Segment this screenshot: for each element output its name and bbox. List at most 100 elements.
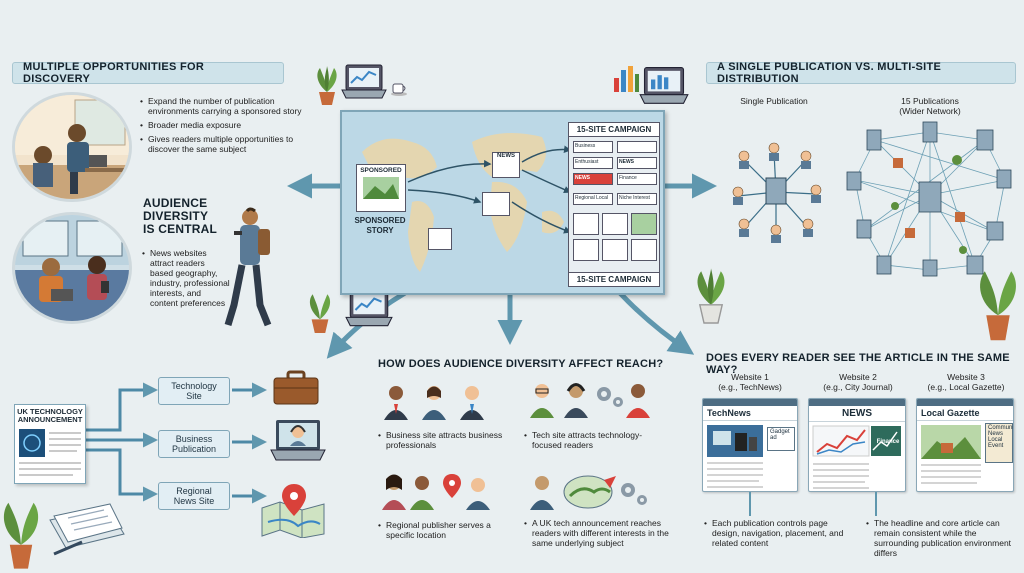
map-flow-arrows — [407, 145, 572, 234]
node-label-line: Publication — [171, 444, 217, 454]
readers-bullet: The headline and core article can remain… — [866, 518, 1016, 558]
website-label-line: Website 1 — [731, 372, 769, 382]
node-label-line: Business — [175, 434, 213, 444]
reach-bullet: Regional publisher serves a specific loc… — [378, 520, 518, 540]
walking-person-illustration — [224, 207, 272, 327]
campaign-tile — [602, 213, 628, 235]
diversity-title-line: DIVERSITY — [143, 209, 209, 223]
campaign-title-bottom: 15-SITE CAMPAIGN — [569, 272, 659, 286]
campaign-tile: Finance — [617, 173, 657, 185]
discovery-bullet: Broader media exposure — [140, 120, 320, 130]
map-pin-icon — [261, 484, 325, 538]
multi-publication-label: 15 Publications (Wider Network) — [880, 96, 980, 116]
website-example-line: (e.g., TechNews) — [718, 382, 782, 392]
node-label-line: News Site — [173, 496, 215, 506]
business-professionals-icon — [384, 386, 484, 420]
website-side-tile: Finance — [876, 439, 900, 445]
news-card: NEWS — [492, 152, 520, 178]
uk-announcement-readers-icon — [530, 475, 647, 510]
campaign-tile: Niche Interest — [617, 193, 657, 205]
reach-bullet-uk: A UK tech announcement reaches readers w… — [524, 518, 674, 552]
diversity-title-line: IS CENTRAL — [143, 222, 217, 236]
multi-publication-network — [846, 121, 1012, 277]
readers-title: DOES EVERY READER SEE THE ARTICLE IN THE… — [706, 352, 1010, 376]
readers-bullet: Each publication controls page design, n… — [704, 518, 854, 548]
cafe-reader-illustration — [12, 92, 132, 202]
campaign-tile — [617, 141, 657, 153]
diversity-title: AUDIENCE DIVERSITY IS CENTRAL — [143, 197, 217, 236]
train-commuters-illustration — [12, 212, 132, 324]
news-card — [428, 228, 452, 250]
distribution-banner: A SINGLE PUBLICATION VS. MULTI-SITE DIST… — [706, 61, 1016, 85]
readers-bullets-left: Each publication controls page design, n… — [704, 518, 854, 552]
diversity-bullets: News websites attract readers based geog… — [142, 248, 230, 312]
sponsored-card-label: SPONSORED — [360, 167, 402, 174]
plant-icon — [697, 268, 725, 324]
website-example-line: (e.g., City Journal) — [823, 382, 893, 392]
plant-icon — [980, 271, 1016, 341]
campaign-tile: Enthusiast — [573, 157, 613, 169]
plant-icon — [309, 294, 331, 333]
discovery-bullet: Gives readers multiple opportunities to … — [140, 134, 320, 154]
reach-bullet: Business site attracts business professi… — [378, 430, 518, 450]
website-brand: TechNews — [703, 406, 797, 421]
campaign-tile — [573, 239, 599, 261]
campaign-tile — [573, 213, 599, 235]
campaign-tile — [602, 239, 628, 261]
multi-label-line: (Wider Network) — [899, 106, 961, 116]
website-2-card: NEWS Finance — [808, 398, 906, 492]
announcement-document: UK TECHNOLOGY ANNOUNCEMENT — [14, 404, 86, 484]
reach-bullet-tech: Tech site attracts technology-focused re… — [524, 430, 664, 454]
website-label-line: Website 3 — [947, 372, 985, 382]
reader-connector-lines — [749, 492, 877, 516]
multi-label-line: 15 Publications — [901, 96, 959, 106]
campaign-tile — [631, 239, 657, 261]
discovery-banner: MULTIPLE OPPORTUNITIES FOR DISCOVERY — [12, 61, 284, 85]
discovery-bullets: Expand the number of publication environ… — [140, 96, 320, 158]
diversity-title-line: AUDIENCE — [143, 196, 208, 210]
regional-readers-icon — [382, 474, 490, 510]
single-publication-network — [732, 142, 822, 243]
node-label-line: Technology — [171, 381, 217, 391]
sponsored-story-label: SPONSORED STORY — [354, 216, 406, 235]
reach-bullet: A UK tech announcement reaches readers w… — [524, 518, 674, 548]
single-publication-label: Single Publication — [740, 96, 808, 106]
website-3-card: Local Gazette Community News Local Event — [916, 398, 1014, 492]
video-call-laptop-icon — [270, 420, 326, 461]
campaign-title-top: 15-SITE CAMPAIGN — [569, 123, 659, 137]
world-map-panel: SPONSORED SPONSORED STORY NEWS 15-SITE C… — [340, 110, 665, 295]
website-side-tile: Gadget ad — [767, 427, 795, 451]
coffee-cup-icon — [391, 83, 407, 96]
campaign-tile: Regional Local — [573, 193, 613, 205]
website-1-label: Website 1 (e.g., TechNews) — [700, 372, 800, 392]
reach-bullet-regional: Regional publisher serves a specific loc… — [378, 520, 518, 544]
news-card — [482, 192, 510, 216]
laptop-icon — [345, 290, 393, 327]
readers-bullets-right: The headline and core article can remain… — [866, 518, 1016, 562]
plant-icon — [3, 502, 39, 569]
campaign-tile: NEWS — [617, 157, 657, 169]
website-label-line: Website 2 — [839, 372, 877, 382]
newspaper-stack-icon — [49, 503, 125, 549]
campaign-tile: Business — [573, 141, 613, 153]
tech-readers-icon — [530, 383, 650, 418]
website-side-tile: Community News Local Event — [985, 423, 1013, 463]
pen-icon — [53, 540, 83, 556]
laptop-icon — [341, 64, 387, 99]
reach-bullet-business: Business site attracts business professi… — [378, 430, 518, 454]
laptop-icon — [639, 67, 689, 104]
discovery-bullet: Expand the number of publication environ… — [140, 96, 320, 116]
website-3-label: Website 3 (e.g., Local Gazette) — [914, 372, 1018, 392]
bar-chart-icon — [614, 66, 639, 92]
website-2-label: Website 2 (e.g., City Journal) — [806, 372, 910, 392]
node-label-line: Site — [186, 391, 202, 401]
sponsored-card: SPONSORED — [356, 164, 406, 212]
diversity-bullet: News websites attract readers based geog… — [142, 248, 230, 308]
node-label-line: Regional — [176, 486, 212, 496]
website-example-line: (e.g., Local Gazette) — [927, 382, 1005, 392]
website-brand: Local Gazette — [917, 406, 1013, 421]
plant-icon — [317, 66, 337, 105]
